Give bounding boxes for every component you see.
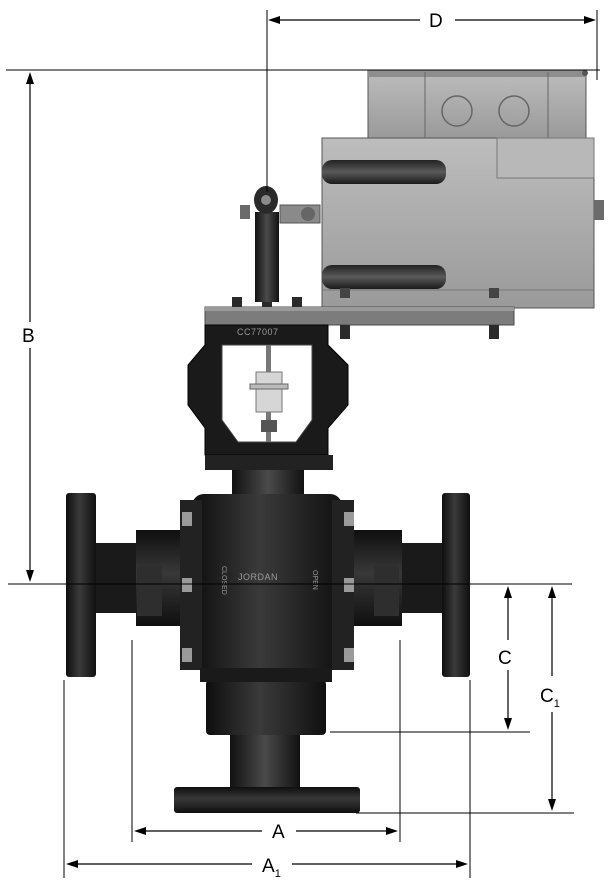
actuator [204,69,604,339]
valve-body: JORDAN CLOSED OPEN [66,493,470,813]
dimension-b-label: B [22,326,35,347]
actuator-cylinder [322,265,446,289]
dimension-a-label: A [272,822,285,843]
conduit-port-icon [498,95,530,127]
right-flange [442,493,470,677]
left-flange [66,493,96,677]
open-marking: OPEN [311,570,318,590]
dimension-a1-label: A1 [262,856,281,880]
junction-box [367,69,587,139]
actuator-plate-marking: CC77007 [237,327,279,337]
linkage-rod [255,212,279,302]
brand-marking: JORDAN [238,572,278,582]
yoke: CC77007 [187,324,349,497]
bottom-flange [174,787,360,813]
conduit-port-icon [441,95,473,127]
bottom-hex-nut [206,680,326,735]
center-body [192,494,342,669]
bottom-pipe [230,735,300,787]
dimension-c-label: C [498,648,512,669]
stem-coupling [255,371,283,413]
actuator-cylinder [322,160,446,184]
dimension-c1-label: C1 [540,686,560,710]
dimension-lines: D B C C1 A [6,10,600,880]
dimension-d-label: D [429,11,443,32]
closed-marking: CLOSED [220,566,227,595]
